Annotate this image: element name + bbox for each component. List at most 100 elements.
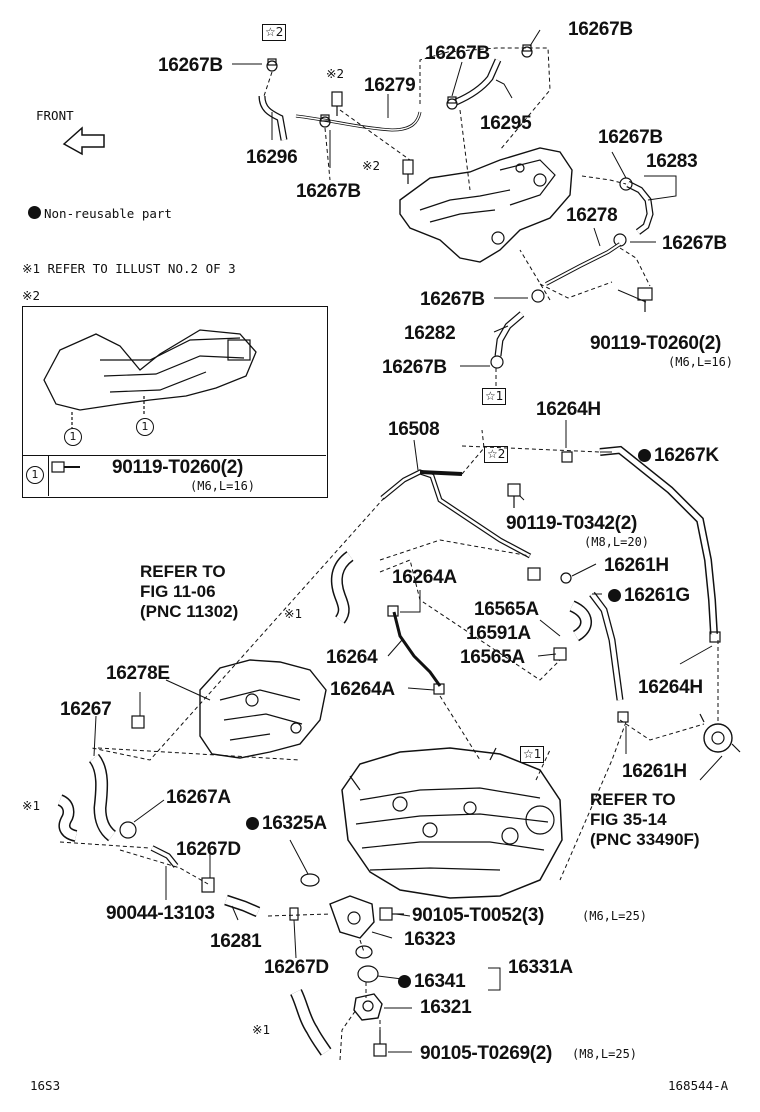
spec-90119-T0342: (M8,L=20) xyxy=(584,535,650,549)
clamp-16267B-7 xyxy=(531,289,545,303)
label-90044-13103: 90044-13103 xyxy=(106,903,215,924)
clamp-16267D-1 xyxy=(201,877,215,893)
label-16267B-6: 16267B xyxy=(662,233,727,254)
clamp-16261H-2 xyxy=(617,711,629,723)
hose-16261G xyxy=(589,591,624,701)
hose-16296 xyxy=(258,95,288,141)
hose-16281 xyxy=(224,894,261,918)
label-16565A-1: 16565A xyxy=(474,599,539,620)
mark-k2-mid: ※2 xyxy=(362,158,380,173)
clamp-16267D-2 xyxy=(289,907,299,921)
inset-bolt-icon xyxy=(51,461,80,473)
label-16295: 16295 xyxy=(480,113,532,134)
footer-left: 16S3 xyxy=(30,1078,61,1093)
label-16267B-4: 16267B xyxy=(296,181,361,202)
bolt-90105-T0269 xyxy=(373,1030,387,1057)
mark-star2-top: ☆2 xyxy=(262,24,287,41)
clamp-16267B-4 xyxy=(521,44,533,58)
inset-table-row xyxy=(22,455,326,497)
spec-90119-T0260: (M6,L=16) xyxy=(668,355,734,369)
label-16325A: 16325A xyxy=(246,814,327,833)
label-16267B-7: 16267B xyxy=(420,289,485,310)
clamp-16264A-2 xyxy=(433,683,445,695)
label-16283: 16283 xyxy=(646,151,698,172)
ref-fig-35-14: REFER TO FIG 35-14 (PNC 33490F) xyxy=(590,790,700,849)
pump-33490F xyxy=(699,713,741,753)
clamp-16264A-1 xyxy=(387,605,399,617)
label-16331A: 16331A xyxy=(508,957,573,978)
hose-16295 xyxy=(454,58,502,106)
hose-16267 xyxy=(88,753,117,842)
label-16267D-2: 16267D xyxy=(264,957,329,978)
label-16264: 16264 xyxy=(326,647,378,668)
label-16508: 16508 xyxy=(388,419,440,440)
gasket-16325A xyxy=(300,873,320,887)
inset-bolt-label: 90119-T0260(2) xyxy=(112,457,244,478)
front-label: FRONT xyxy=(36,108,74,123)
clamp-16267B-8 xyxy=(490,355,504,369)
bolt-90105-T0052 xyxy=(379,907,404,921)
note-ref1: ※1 REFER TO ILLUST NO.2 OF 3 xyxy=(22,261,236,276)
label-16267B-3: 16267B xyxy=(568,19,633,40)
ref-fig-11-06: REFER TO FIG 11-06 (PNC 11302) xyxy=(140,562,239,621)
clamp-16278E xyxy=(131,715,145,729)
label-90105-T0052: 90105-T0052(3) xyxy=(412,905,545,926)
hose-k1-bottom xyxy=(290,989,332,1056)
inset-divider xyxy=(48,455,50,496)
clamp-16264H-1 xyxy=(561,451,573,463)
label-16278: 16278 xyxy=(566,205,618,226)
bolt-90119-T0342 xyxy=(507,483,521,508)
label-16267B-8: 16267B xyxy=(382,357,447,378)
clamp-16267A xyxy=(119,821,137,839)
spec-90105-T0269: (M8,L=25) xyxy=(572,1047,638,1061)
clamp-16267B-1 xyxy=(266,58,278,72)
nonreusable-dot-icon xyxy=(398,975,411,988)
label-16261G: 16261G xyxy=(608,586,690,605)
label-16278E: 16278E xyxy=(106,663,170,684)
legend-nonreusable: Non-reusable part xyxy=(28,206,172,221)
intake-manifold xyxy=(399,147,573,263)
label-90119-T0260: 90119-T0260(2) xyxy=(590,333,722,354)
label-16341: 16341 xyxy=(398,972,466,991)
footer-right: 168544-A xyxy=(668,1078,729,1093)
label-16267B-2: 16267B xyxy=(425,43,490,64)
inset-callout-1c: 1 xyxy=(26,466,44,484)
mark-star1-mid: ☆1 xyxy=(520,746,545,763)
label-16267B-1: 16267B xyxy=(158,55,223,76)
note-ref2: ※2 xyxy=(22,288,40,303)
clamp-16264H-2 xyxy=(709,631,721,643)
label-16264H-2: 16264H xyxy=(638,677,703,698)
mark-k1-left: ※1 xyxy=(22,798,40,813)
inset-box xyxy=(22,306,328,498)
mark-k2-top: ※2 xyxy=(326,66,344,81)
pipe-16264 xyxy=(392,611,442,687)
outlet-16323 xyxy=(329,895,375,939)
nonreusable-dot-icon xyxy=(638,449,651,462)
thermostat-16341 xyxy=(355,945,379,983)
label-16267B-5: 16267B xyxy=(598,127,663,148)
pipe-16279 xyxy=(295,111,422,132)
bolt-k2b xyxy=(402,159,414,184)
label-16296: 16296 xyxy=(246,147,298,168)
label-16261H-2: 16261H xyxy=(622,761,687,782)
label-16321: 16321 xyxy=(420,997,472,1018)
housing-11302 xyxy=(199,659,327,759)
clamp-16261H-1 xyxy=(560,572,572,584)
label-16267A: 16267A xyxy=(166,787,231,808)
inset-callout-1b: 1 xyxy=(136,418,154,436)
label-16264A-2: 16264A xyxy=(330,679,395,700)
hose-16591A xyxy=(569,600,592,642)
label-16591A: 16591A xyxy=(466,623,531,644)
label-90105-T0269: 90105-T0269(2) xyxy=(420,1043,553,1064)
nonreusable-dot-icon xyxy=(246,817,259,830)
label-16282: 16282 xyxy=(404,323,456,344)
label-90119-T0342: 90119-T0342(2) xyxy=(506,513,638,534)
label-16281: 16281 xyxy=(210,931,262,952)
mark-star2-mid: ☆2 xyxy=(484,446,509,463)
clamp-16267B-3 xyxy=(446,96,458,110)
label-16267: 16267 xyxy=(60,699,112,720)
label-16264A-1: 16264A xyxy=(392,567,457,588)
hose-k1-upper xyxy=(330,551,354,624)
inset-callout-1a: 1 xyxy=(64,428,82,446)
